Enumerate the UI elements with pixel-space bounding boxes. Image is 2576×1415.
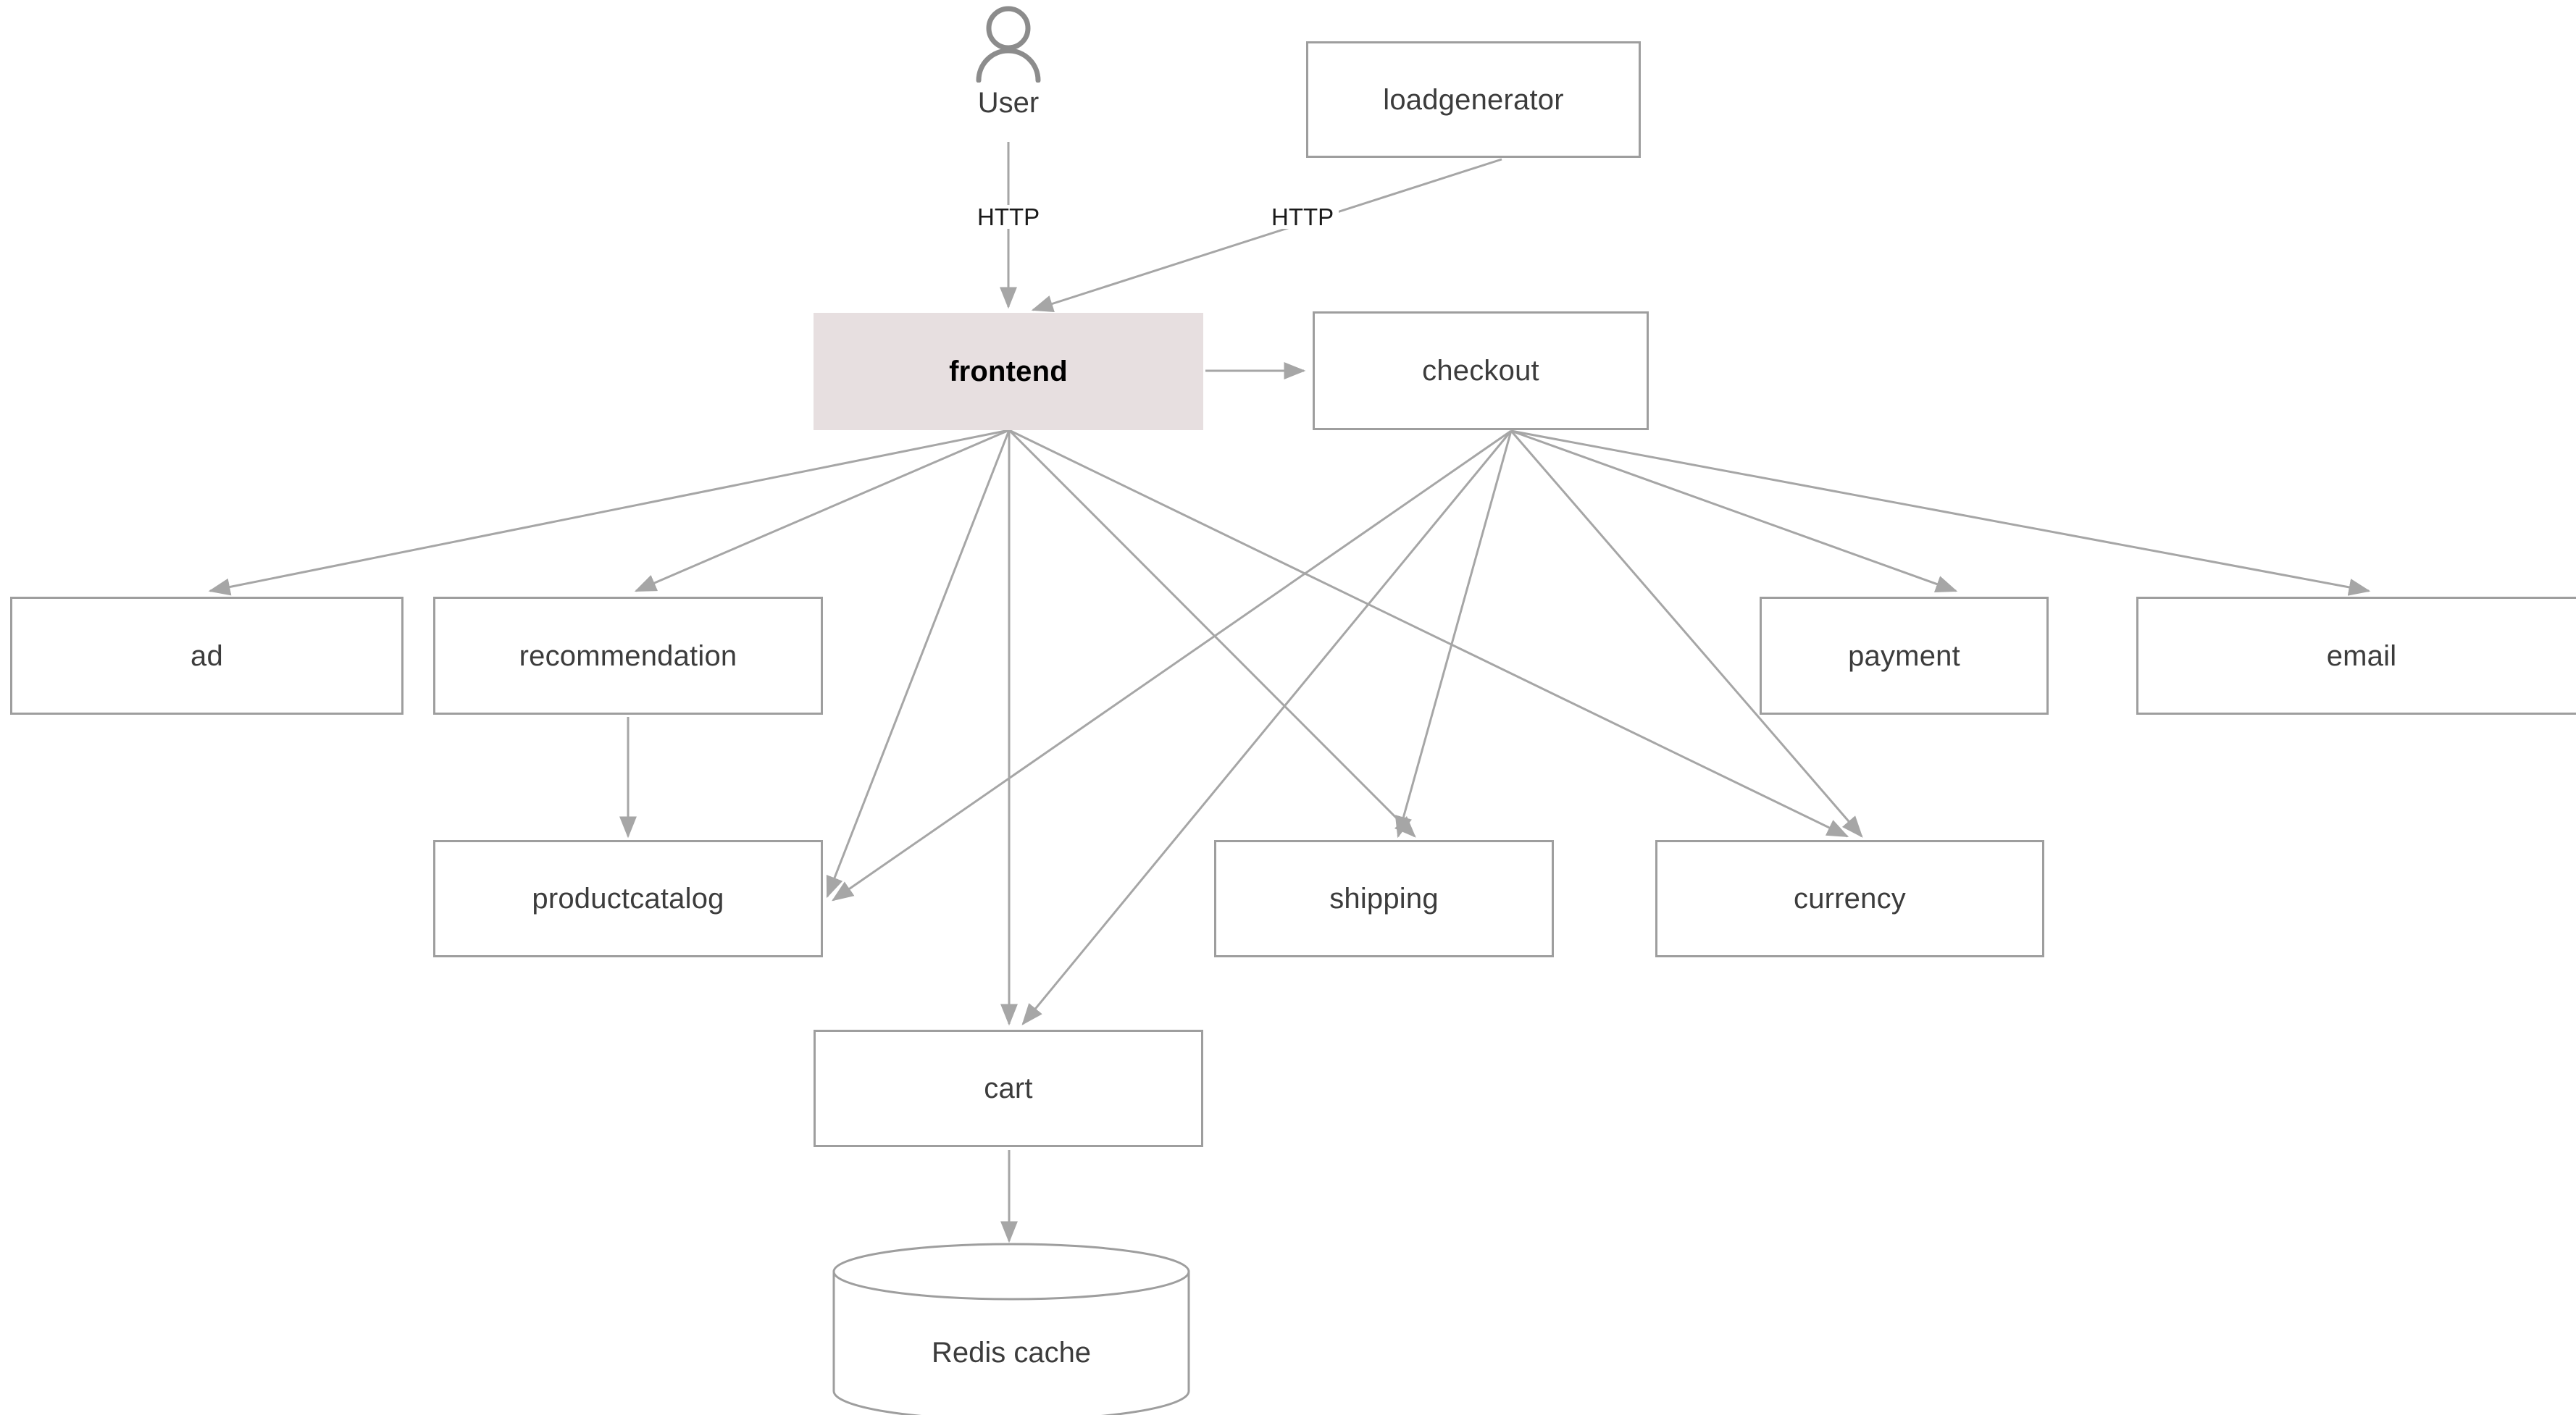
node-cart-label: cart <box>984 1072 1033 1104</box>
edge-label-user-http: HTTP <box>972 205 1045 229</box>
node-rediscache[interactable]: Redis cache <box>832 1243 1191 1415</box>
node-productcatalog[interactable]: productcatalog <box>433 840 823 957</box>
node-productcatalog-label: productcatalog <box>532 883 724 915</box>
node-currency[interactable]: currency <box>1655 840 2044 957</box>
person-icon <box>976 6 1041 83</box>
edge-frontend-productcatalog <box>826 429 1011 899</box>
edge-frontend-ad <box>208 429 1010 596</box>
node-loadgenerator[interactable]: loadgenerator <box>1306 41 1641 158</box>
edge-frontend-recommendation <box>634 429 1010 592</box>
edge-frontend-currency <box>1008 429 1849 838</box>
edge-label-loadgenerator-http: HTTP <box>1266 205 1339 229</box>
node-checkout-label: checkout <box>1422 355 1539 387</box>
edge-frontend-shipping <box>1008 429 1416 838</box>
node-frontend[interactable]: frontend <box>814 313 1203 430</box>
node-shipping-label: shipping <box>1329 883 1439 915</box>
edge-checkout-email <box>1510 429 2371 596</box>
edge-checkout-productcatalog <box>832 429 1512 902</box>
node-email[interactable]: email <box>2136 597 2576 715</box>
database-cylinder-icon <box>832 1243 1190 1415</box>
node-payment[interactable]: payment <box>1760 597 2049 715</box>
actor-user-label: User <box>977 87 1040 119</box>
node-payment-label: payment <box>1848 639 1960 672</box>
node-currency-label: currency <box>1794 883 1906 915</box>
node-ad-label: ad <box>191 639 223 672</box>
node-recommendation[interactable]: recommendation <box>433 597 823 715</box>
actor-user: User <box>963 4 1053 117</box>
edge-loadgenerator-frontend <box>1031 158 1502 312</box>
node-recommendation-label: recommendation <box>519 639 737 672</box>
node-shipping[interactable]: shipping <box>1214 840 1554 957</box>
node-loadgenerator-label: loadgenerator <box>1383 83 1564 116</box>
node-ad[interactable]: ad <box>10 597 403 715</box>
node-checkout[interactable]: checkout <box>1313 311 1649 430</box>
node-cart[interactable]: cart <box>814 1030 1203 1147</box>
edge-checkout-shipping <box>1394 430 1513 839</box>
node-email-label: email <box>2326 639 2397 672</box>
edge-checkout-payment <box>1510 429 1958 592</box>
node-rediscache-label: Redis cache <box>931 1337 1092 1369</box>
node-frontend-label: frontend <box>949 356 1068 387</box>
